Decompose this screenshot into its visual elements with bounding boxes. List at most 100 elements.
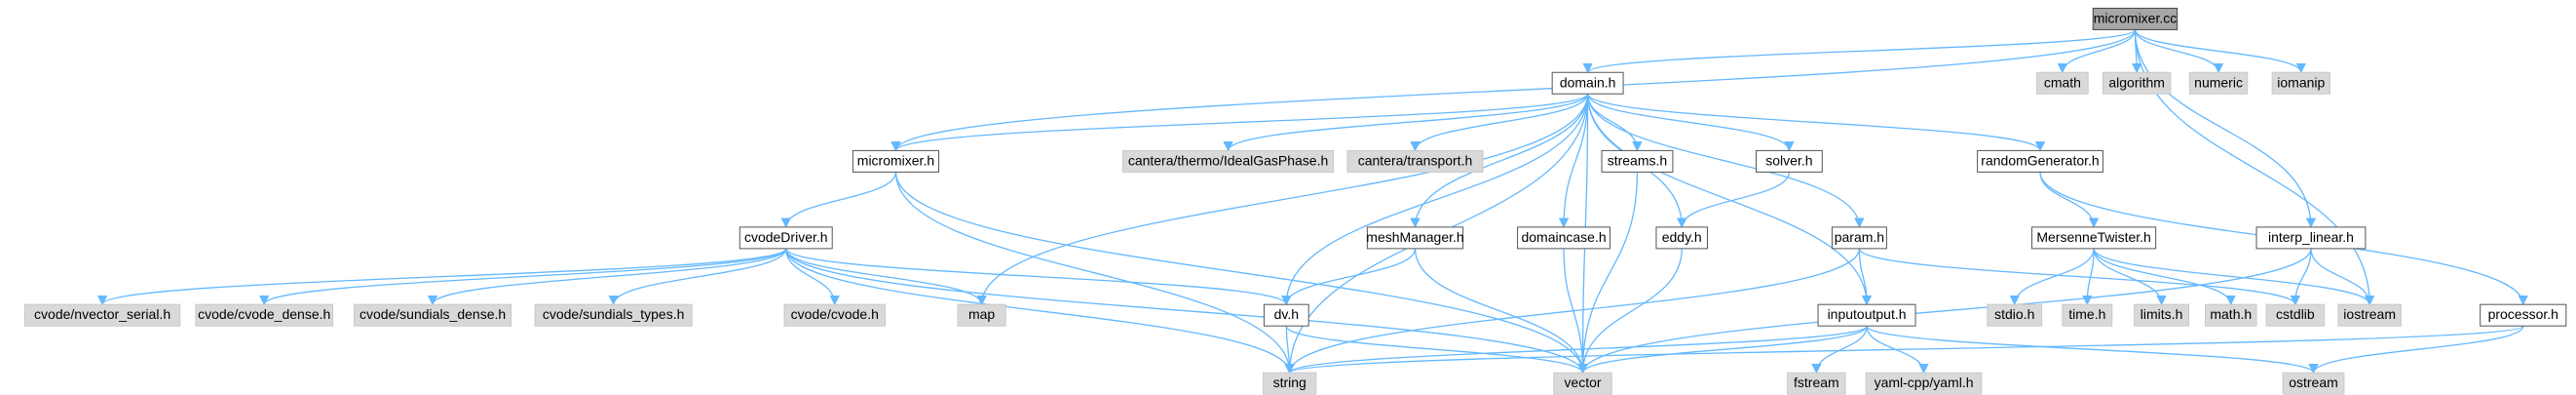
node-limits: limits.h	[2134, 303, 2190, 327]
node-cvode-driver[interactable]: cvodeDriver.h	[739, 226, 833, 250]
edge-inout_h-to-fstream	[1811, 326, 1868, 375]
node-sundials-dense: cvode/sundials_dense.h	[354, 303, 512, 327]
node-box	[2031, 226, 2157, 250]
node-random-h[interactable]: randomGenerator.h	[1977, 149, 2103, 173]
node-transport: cantera/transport.h	[1346, 149, 1484, 173]
node-label: limits.h	[2140, 306, 2183, 322]
node-yaml: yaml-cpp/yaml.h	[1865, 372, 1983, 395]
node-dv-h[interactable]: dv.h	[1263, 303, 1309, 327]
edge-domain_h-to-dv_h	[1281, 94, 1589, 306]
edge-micromixer_cc-to-cmath	[2057, 29, 2137, 74]
edge-mesh_h-to-dv_h	[1281, 248, 1417, 306]
node-box	[195, 303, 334, 327]
edge-domain_h-to-ideal_gas	[1223, 93, 1589, 152]
node-box	[1263, 372, 1317, 395]
node-label: string	[1273, 375, 1307, 390]
node-sundials-types: cvode/sundials_types.h	[534, 303, 693, 327]
node-box	[2480, 303, 2567, 327]
node-interp-h[interactable]: interp_linear.h	[2255, 226, 2367, 250]
edge-streams_h-to-vector	[1577, 172, 1639, 375]
node-label: cvodeDriver.h	[744, 229, 828, 245]
nodes-layer: micromixer.cc cmath algorithm numeric iomani…	[23, 7, 2567, 395]
node-box	[2271, 71, 2330, 95]
node-box	[957, 303, 1006, 327]
edge-mersenne_h-to-stdio	[2009, 248, 2095, 306]
node-box	[2036, 71, 2089, 95]
edge-cvode_driver-to-cvode_dense	[259, 248, 787, 306]
node-nvector: cvode/nvector_serial.h	[23, 303, 181, 327]
node-param-h[interactable]: param.h	[1831, 226, 1887, 250]
node-box	[534, 303, 693, 327]
node-box	[1655, 226, 1708, 250]
node-box	[852, 149, 940, 173]
node-box	[739, 226, 833, 250]
node-label: time.h	[2068, 306, 2105, 322]
node-label: cantera/transport.h	[1358, 152, 1473, 168]
edge-dv_h-to-vector	[1285, 325, 1588, 375]
node-box	[1817, 303, 1916, 327]
edge-micromixer_h-to-vector	[894, 172, 1588, 375]
node-streams-h[interactable]: streams.h	[1601, 149, 1674, 173]
edge-mersenne_h-to-iostream	[2093, 248, 2375, 306]
node-stdio: stdio.h	[1987, 303, 2043, 327]
edge-micromixer_cc-to-micromixer_h	[890, 29, 2137, 152]
node-box	[23, 303, 181, 327]
node-box	[1553, 372, 1612, 395]
node-inout-h[interactable]: inputoutput.h	[1817, 303, 1916, 327]
node-eddy-h[interactable]: eddy.h	[1655, 226, 1708, 250]
node-box	[1787, 372, 1846, 395]
node-domain-h[interactable]: domain.h	[1551, 71, 1624, 95]
edge-eddy_h-to-vector	[1577, 248, 1683, 375]
edge-domain_h-to-random_h	[1586, 93, 2046, 152]
edge-processor_h-to-string	[1284, 325, 2524, 375]
edge-micromixer_cc-to-numeric	[2134, 29, 2224, 74]
node-box	[2205, 303, 2257, 327]
node-label: interp_linear.h	[2268, 229, 2354, 245]
edge-micromixer_cc-to-interp_h	[2134, 29, 2317, 228]
node-solver-h[interactable]: solver.h	[1755, 149, 1823, 173]
node-processor-h[interactable]: processor.h	[2480, 303, 2567, 327]
node-box	[1517, 226, 1610, 250]
node-box	[1831, 226, 1887, 250]
node-box	[1263, 303, 1309, 327]
node-ostream: ostream	[2282, 372, 2345, 395]
node-mersenne-h[interactable]: MersenneTwister.h	[2031, 226, 2157, 250]
node-label: meshManager.h	[1366, 229, 1463, 245]
node-iomanip: iomanip	[2271, 71, 2330, 95]
edge-micromixer_cc-to-iomanip	[2134, 29, 2306, 74]
node-box	[2134, 303, 2190, 327]
node-label: math.h	[2210, 306, 2252, 322]
node-box	[783, 303, 886, 327]
node-box	[2337, 303, 2402, 327]
node-box	[2255, 226, 2367, 250]
node-label: domaincase.h	[1521, 229, 1606, 245]
edge-cvode_driver-to-nvector	[97, 248, 787, 306]
edge-cvode_driver-to-map	[785, 248, 987, 306]
node-fstream: fstream	[1787, 372, 1846, 395]
node-label: cvode/sundials_dense.h	[360, 306, 506, 322]
node-mesh-h[interactable]: meshManager.h	[1366, 226, 1464, 250]
node-label: numeric	[2194, 74, 2243, 90]
node-label: stdio.h	[1994, 306, 2034, 322]
node-cvode-dense: cvode/cvode_dense.h	[195, 303, 334, 327]
node-label: cvode/cvode_dense.h	[198, 306, 330, 322]
edge-domain_h-to-map	[976, 94, 1589, 306]
node-label: domain.h	[1560, 74, 1616, 90]
node-label: algorithm	[2108, 74, 2165, 90]
edge-mesh_h-to-vector	[1414, 248, 1588, 375]
edge-processor_h-to-ostream	[2308, 325, 2524, 375]
node-label: vector	[1564, 375, 1601, 390]
node-box	[2265, 303, 2326, 327]
node-label: micromixer.h	[857, 152, 934, 168]
node-micromixer-cc: micromixer.cc	[2092, 7, 2178, 30]
node-iostream: iostream	[2337, 303, 2402, 327]
node-box	[1977, 149, 2103, 173]
node-label: streams.h	[1608, 152, 1667, 168]
node-label: yaml-cpp/yaml.h	[1875, 375, 1974, 390]
node-label: cmath	[2044, 74, 2081, 90]
node-domaincase-h[interactable]: domaincase.h	[1517, 226, 1610, 250]
node-box	[1122, 149, 1335, 173]
node-box	[1987, 303, 2043, 327]
node-micromixer-h[interactable]: micromixer.h	[852, 149, 940, 173]
